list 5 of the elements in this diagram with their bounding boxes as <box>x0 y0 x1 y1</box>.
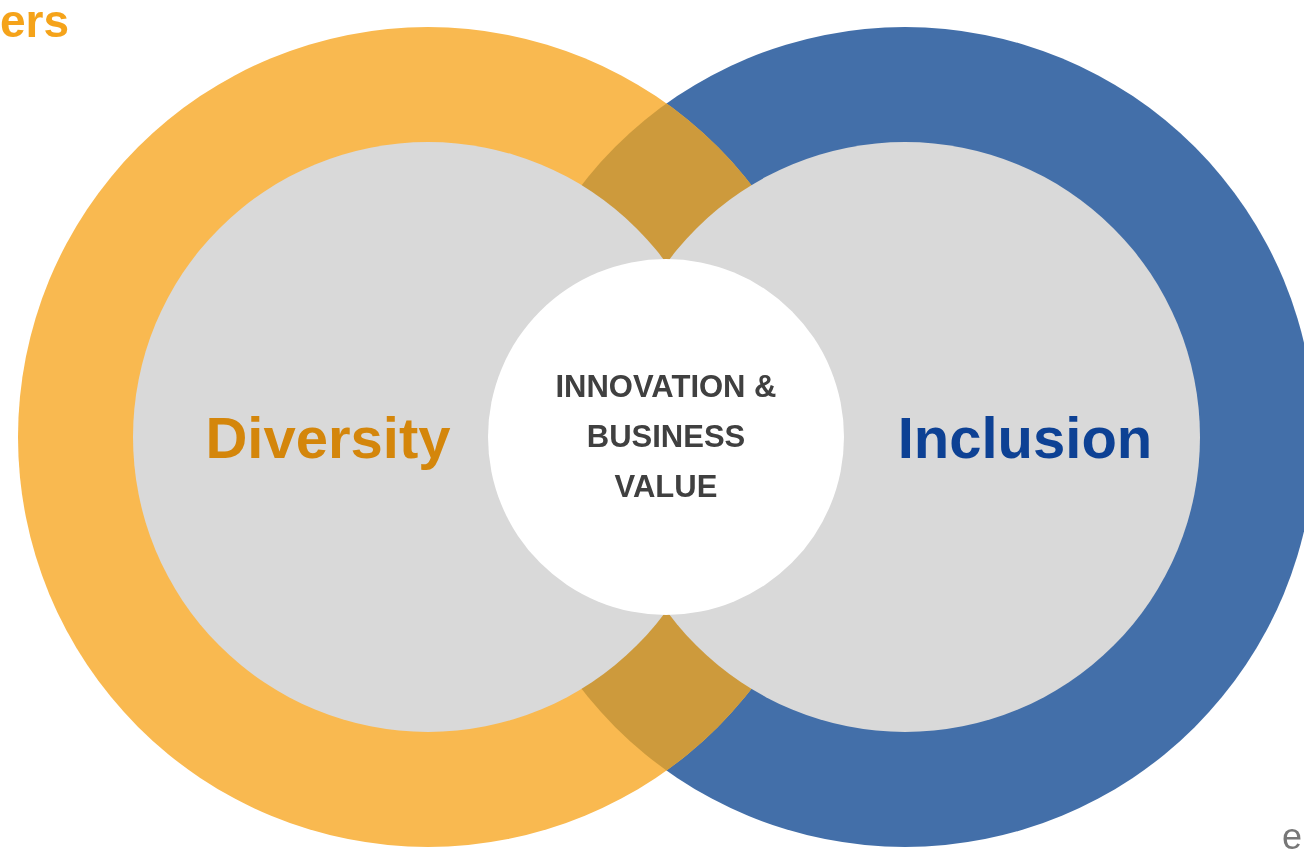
cut-off-text: ers <box>0 0 70 48</box>
cut-off-text: e <box>1282 816 1303 858</box>
ring-label: Diversity <box>205 403 451 471</box>
ring-label: Inclusion <box>897 403 1153 471</box>
center-label: INNOVATION & BUSINESS VALUE <box>554 367 778 507</box>
